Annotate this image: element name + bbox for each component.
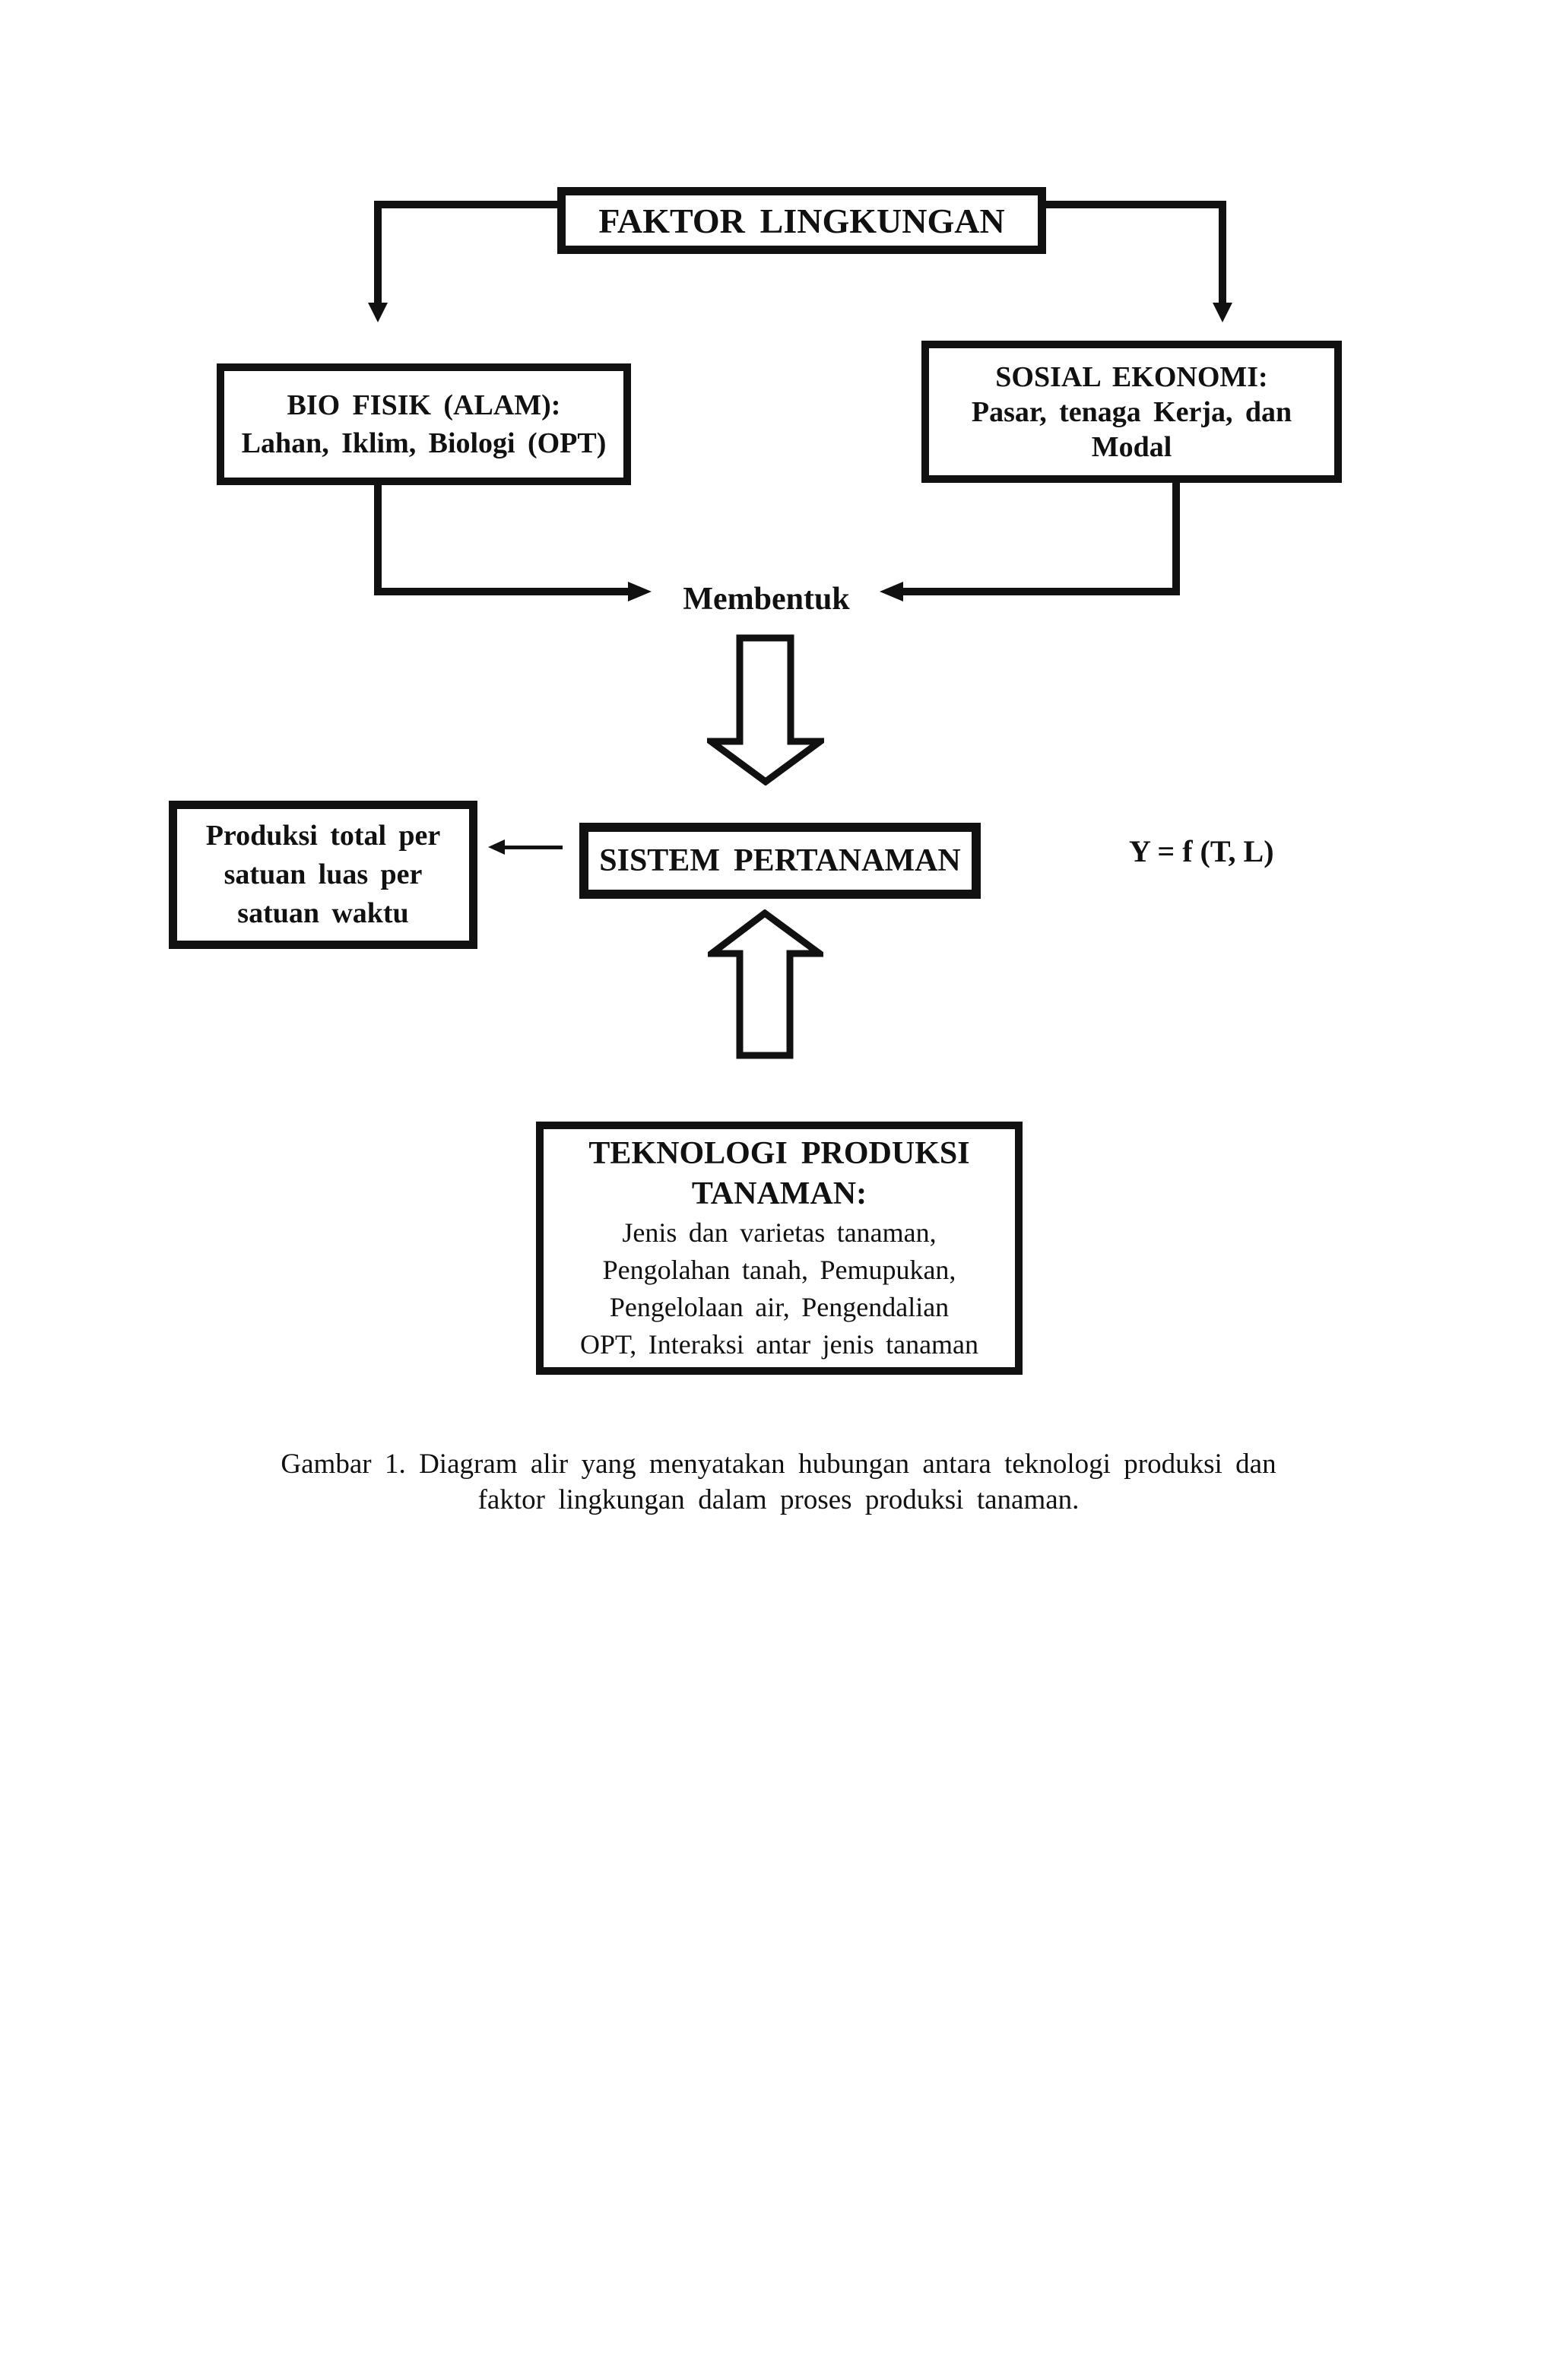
sosial-ekonomi-box: SOSIAL EKONOMI: Pasar, tenaga Kerja, dan…	[921, 341, 1342, 483]
produksi-line3: satuan waktu	[237, 897, 409, 929]
faktor-lingkungan-label: FAKTOR LINGKUNGAN	[598, 201, 1005, 240]
bio-fisik-line1: BIO FISIK (ALAM):	[287, 389, 561, 421]
arrowhead-down-left-icon	[368, 303, 388, 322]
produksi-line2: satuan luas per	[224, 858, 423, 890]
arrowhead-right-icon	[628, 582, 652, 601]
bio-out-vertical	[374, 485, 382, 595]
teknologi-body3: Pengelolaan air, Pengendalian	[609, 1291, 950, 1322]
sistem-to-produksi-line	[502, 846, 563, 849]
teknologi-box: TEKNOLOGI PRODUKSI TANAMAN: Jenis dan va…	[536, 1122, 1023, 1375]
figure-caption-line2: faktor lingkungan dalam proses produksi …	[477, 1484, 1080, 1515]
faktor-lingkungan-box: FAKTOR LINGKUNGAN	[557, 187, 1046, 254]
connector-left-vertical	[374, 201, 382, 303]
connector-right-horizontal	[1046, 201, 1226, 208]
sistem-pertanaman-label: SISTEM PERTANAMAN	[599, 843, 961, 878]
sistem-pertanaman-box: SISTEM PERTANAMAN	[579, 823, 981, 899]
sosial-out-vertical	[1172, 483, 1180, 595]
arrowhead-left-icon	[880, 582, 903, 601]
arrowhead-down-right-icon	[1213, 303, 1232, 322]
block-arrow-down-icon	[707, 634, 824, 785]
membentuk-right-line	[903, 588, 1180, 595]
connector-right-vertical	[1219, 201, 1226, 303]
produksi-box: Produksi total per satuan luas per satua…	[169, 801, 477, 949]
bio-fisik-line2: Lahan, Iklim, Biologi (OPT)	[241, 427, 607, 459]
teknologi-title2: TANAMAN:	[691, 1176, 867, 1211]
formula-label: Y = f (T, L)	[1129, 834, 1274, 868]
connector-left-horizontal	[374, 201, 560, 208]
thin-arrowhead-left-icon	[488, 839, 505, 855]
figure-caption-line1: Gambar 1. Diagram alir yang menyatakan h…	[281, 1449, 1276, 1480]
figure-caption: Gambar 1. Diagram alir yang menyatakan h…	[0, 1446, 1557, 1518]
teknologi-title1: TEKNOLOGI PRODUKSI	[588, 1135, 970, 1171]
produksi-line1: Produksi total per	[205, 820, 441, 852]
sosial-ekonomi-line1: SOSIAL EKONOMI:	[995, 360, 1268, 393]
sosial-ekonomi-line2: Pasar, tenaga Kerja, dan	[971, 395, 1292, 428]
teknologi-body2: Pengolahan tanah, Pemupukan,	[602, 1254, 956, 1285]
membentuk-left-line	[374, 588, 628, 595]
bio-fisik-box: BIO FISIK (ALAM): Lahan, Iklim, Biologi …	[217, 363, 631, 485]
teknologi-body1: Jenis dan varietas tanaman,	[622, 1217, 937, 1248]
teknologi-body4: OPT, Interaksi antar jenis tanaman	[579, 1328, 979, 1360]
membentuk-label: Membentuk	[683, 582, 850, 617]
sosial-ekonomi-line3: Modal	[1091, 430, 1172, 463]
block-arrow-up-icon	[708, 909, 823, 1059]
